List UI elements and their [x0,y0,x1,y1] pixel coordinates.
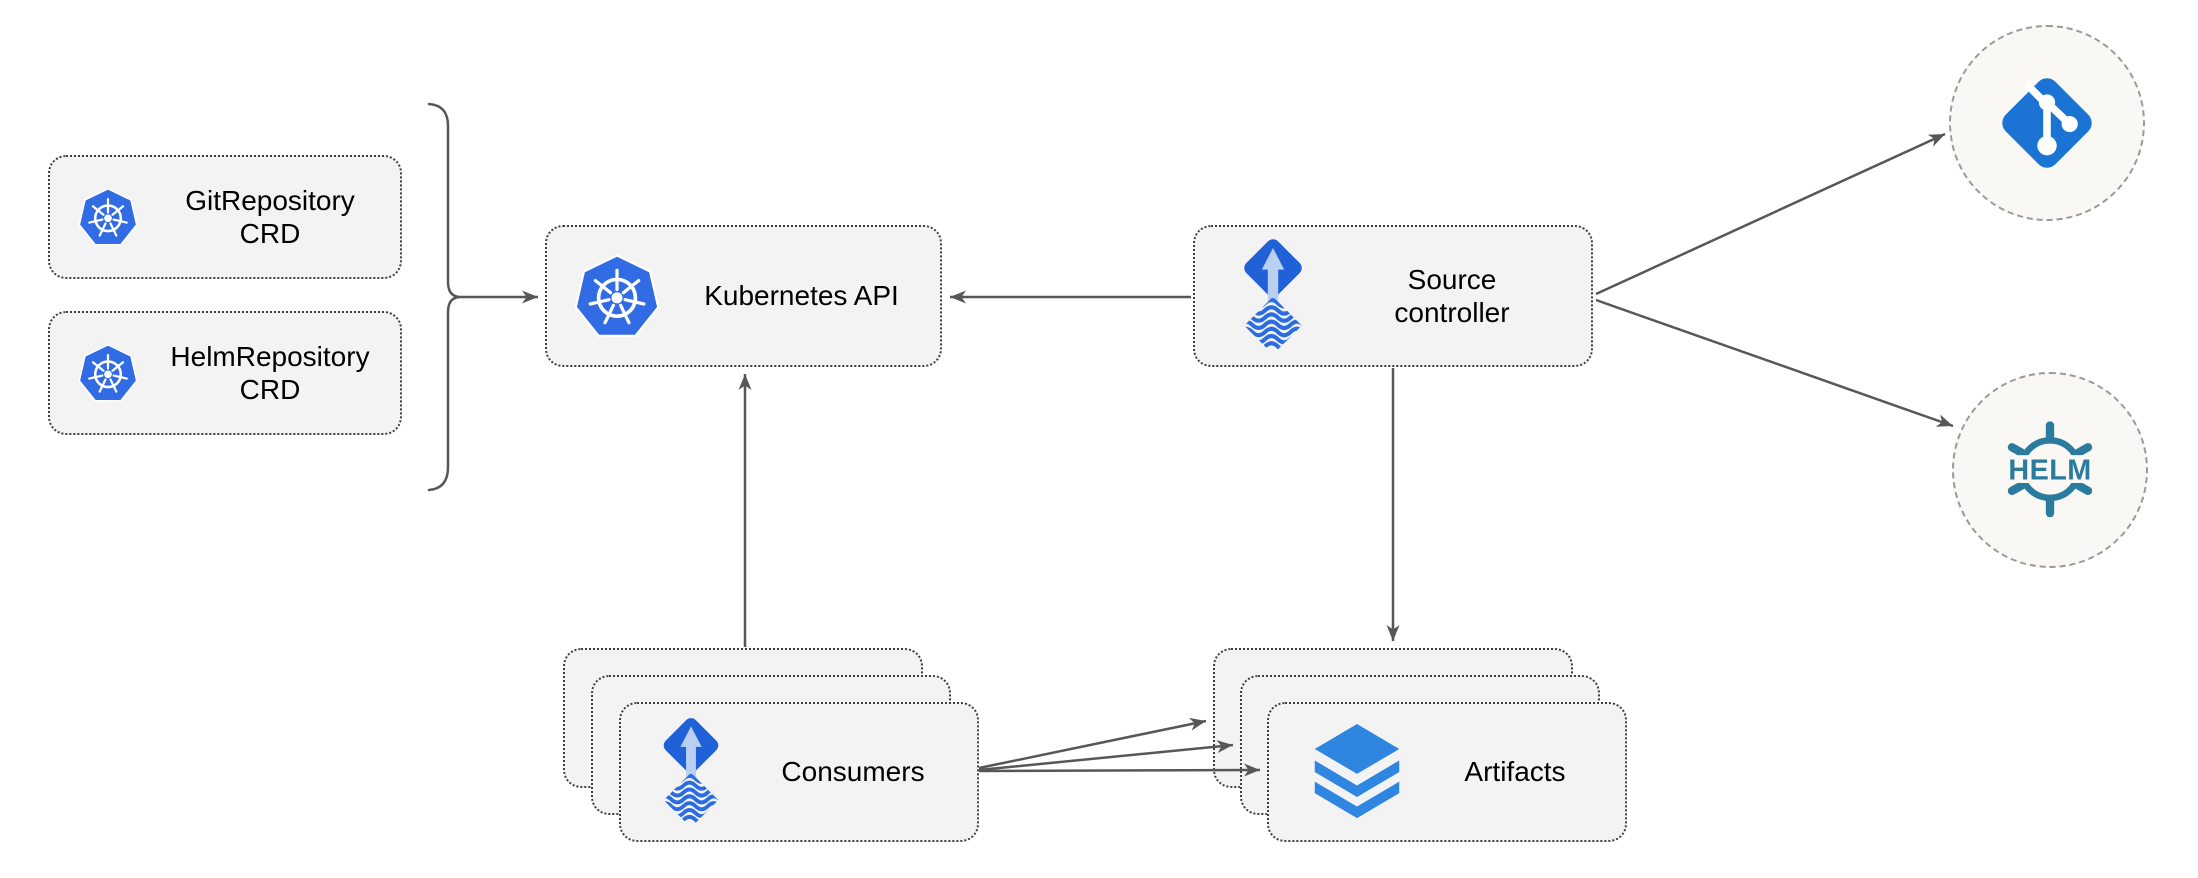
kubernetes-icon [571,250,663,342]
git-endpoint-circle [1949,25,2145,221]
node-label-text: Artifacts [1464,756,1566,788]
node-label-text: Consumers [781,756,925,788]
node-consumers: Consumers [619,702,979,842]
node-label: Consumers [729,755,977,788]
edge-consumers-to-artifacts-2 [978,740,1234,772]
node-helmrepository-crd: HelmRepository CRD [48,311,402,435]
node-label-text: Kubernetes API [704,280,899,312]
flux-icon [653,715,729,829]
layers-icon [1309,722,1405,822]
kubernetes-icon [76,185,140,249]
node-label: Artifacts [1405,755,1625,788]
helm-icon: HELM [2007,421,2093,518]
edge-consumers-to-artifacts-1 [978,717,1207,770]
node-label-text: Source controller [1394,263,1510,328]
flux-icon [1233,236,1313,356]
node-label: HelmRepository CRD [140,340,400,406]
node-label: Kubernetes API [663,279,940,312]
git-icon [1993,69,2101,177]
node-kubernetes-api: Kubernetes API [545,225,942,367]
node-label-text: HelmRepository CRD [170,340,370,405]
edge-source-controller-to-git [1595,132,1946,296]
node-label: Source controller [1313,263,1591,329]
node-source-controller: Source controller [1193,225,1593,367]
crd-group-brace [427,102,460,492]
edge-source-controller-to-helm [1595,298,1954,428]
helm-logo-text: HELM [2008,454,2091,486]
node-label: GitRepository CRD [140,184,400,250]
node-artifacts: Artifacts [1267,702,1627,842]
kubernetes-icon [76,341,140,405]
node-label-text: GitRepository CRD [185,184,355,249]
node-gitrepository-crd: GitRepository CRD [48,155,402,279]
helm-endpoint-circle: HELM [1952,372,2148,568]
